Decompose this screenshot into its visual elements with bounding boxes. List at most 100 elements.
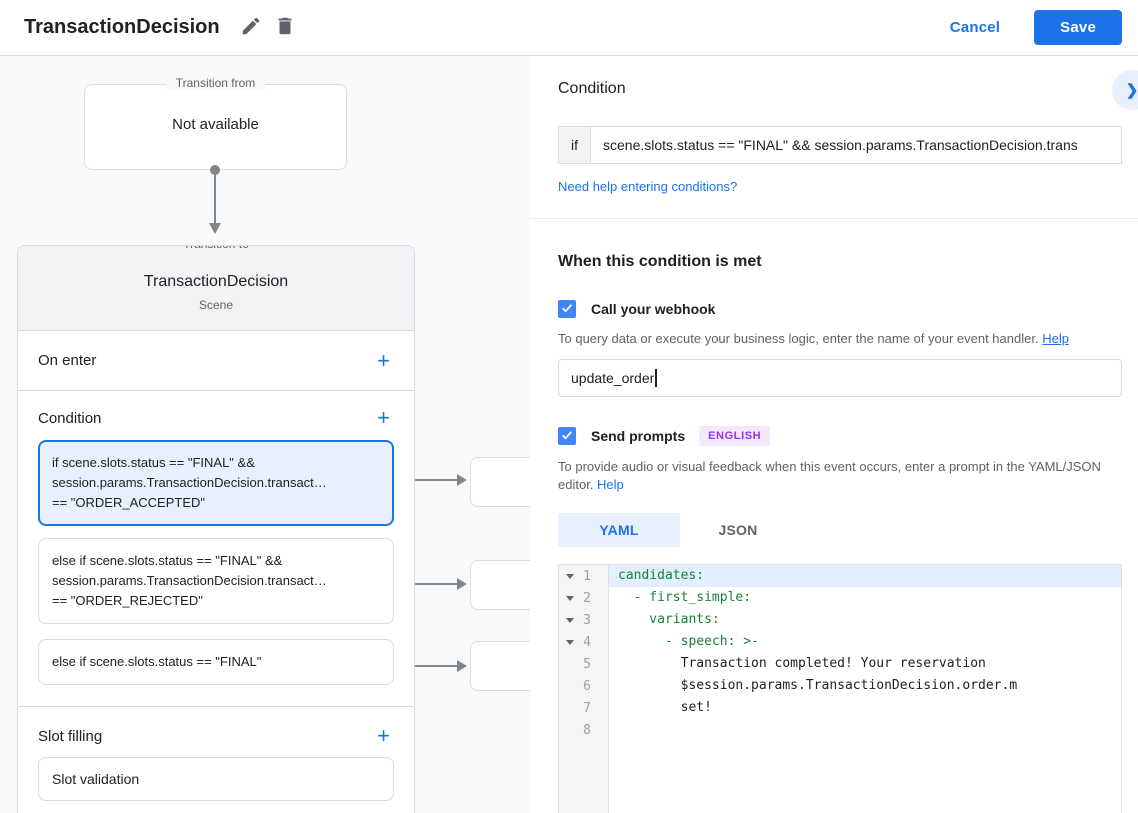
condition-card-2[interactable]: else if scene.slots.status == "FINAL" &&… [38,538,394,624]
arrow-right-icon [457,578,467,590]
condition-card-line: == "ORDER_REJECTED" [52,593,203,608]
slot-filling-label: Slot filling [38,727,103,745]
fold-icon[interactable] [566,574,574,579]
code-line: 6 $session.params.TransactionDecision.or… [559,675,1121,697]
send-prompts-checkbox[interactable] [558,427,576,445]
line-number: 7 [583,700,591,716]
on-enter-section: On enter [18,331,414,391]
condition-card-line: session.params.TransactionDecision.trans… [52,475,327,490]
trash-icon [274,15,296,40]
condition-detail-panel: Condition if Need help entering conditio… [530,56,1138,813]
line-number: 8 [583,722,591,738]
code-line: 7 set! [559,697,1121,719]
code-text: Transaction completed! Your reservation [618,656,986,671]
condition2-arrow-line [400,583,458,585]
panel-title: Condition [558,80,626,97]
add-condition-button[interactable] [373,405,394,431]
line-number: 5 [583,656,591,672]
language-badge: ENGLISH [699,426,771,446]
transition-from-content: Not available [172,116,259,133]
editor-tabs: YAML JSON [558,513,1122,547]
text-cursor [655,369,657,387]
call-webhook-label: Call your webhook [591,301,716,317]
webhook-handler-input[interactable]: update_order [558,359,1122,397]
condition-card-line: else if scene.slots.status == "FINAL" [52,654,262,669]
add-slot-button[interactable] [373,723,394,749]
code-text: variants: [618,612,720,627]
condition-card-1[interactable]: if scene.slots.status == "FINAL" && sess… [38,440,394,526]
condition-card-3[interactable]: else if scene.slots.status == "FINAL" [38,639,394,685]
save-button[interactable]: Save [1034,10,1122,45]
condition-help-link[interactable]: Need help entering conditions? [558,179,738,194]
transition-to-label: Transition to [173,246,259,251]
prompts-help-link[interactable]: Help [597,477,624,492]
on-enter-label: On enter [38,352,97,369]
code-line: 3 variants: [559,609,1121,631]
condition-card-line: if scene.slots.status == "FINAL" && [52,455,255,470]
add-on-enter-button[interactable] [373,348,394,374]
scene-subtitle: Scene [198,298,234,312]
connector-line [214,170,216,223]
page-title: TransactionDecision [24,16,220,38]
code-text: $session.params.TransactionDecision.orde… [618,678,1018,693]
tab-json[interactable]: JSON [680,513,796,547]
line-number: 2 [583,590,591,606]
fold-icon[interactable] [566,596,574,601]
slot-filling-section: Slot filling Slot validation [18,723,414,801]
delete-button[interactable] [268,9,302,46]
condition1-arrow-line [400,479,458,481]
line-number: 1 [583,568,591,584]
webhook-help-link[interactable]: Help [1042,331,1069,346]
scene-diagram-canvas: Transition from Not available Transition… [0,56,590,813]
condition-expression-input[interactable] [591,127,1121,163]
line-number: 4 [583,634,591,650]
chevron-right-icon [1126,81,1138,99]
condition-card-line: == "ORDER_ACCEPTED" [52,495,205,510]
call-webhook-checkbox[interactable] [558,300,576,318]
code-line: 8 [559,719,1121,741]
webhook-helper-body: To query data or execute your business l… [558,331,1039,346]
code-line: 5 Transaction completed! Your reservatio… [559,653,1121,675]
code-text: - speech: >- [618,634,759,649]
when-condition-met-title: When this condition is met [558,253,762,270]
condition-section-label: Condition [38,409,102,427]
cancel-button[interactable]: Cancel [949,19,1001,36]
yaml-code-editor[interactable]: 1 candidates: 2 - first_simple: 3 varian… [558,564,1122,813]
webhook-handler-value: update_order [571,370,655,386]
arrow-right-icon [457,474,467,486]
arrow-right-icon [457,660,467,672]
fold-icon[interactable] [566,640,574,645]
condition-card-line: session.params.TransactionDecision.trans… [52,573,327,588]
code-line: 1 candidates: [559,565,1121,587]
plus-icon [377,356,390,371]
scene-title: TransactionDecision [143,273,289,290]
plus-icon [377,731,390,746]
webhook-helper-text: To query data or execute your business l… [558,330,1122,348]
plus-icon [377,413,390,428]
top-bar: TransactionDecision Cancel Save [0,0,1138,56]
transition-from-label: Transition from [165,76,266,90]
prompts-helper-body: To provide audio or visual feedback when… [558,459,1101,492]
condition3-arrow-line [400,665,458,667]
collapse-panel-button[interactable] [1112,70,1138,110]
code-text [609,719,1121,741]
code-text: candidates: [609,565,1121,587]
edit-button[interactable] [234,9,268,46]
send-prompts-label: Send prompts [591,428,686,444]
checkmark-icon [560,428,574,445]
code-line: 2 - first_simple: [559,587,1121,609]
editor-gutter [559,565,609,813]
tab-yaml[interactable]: YAML [558,513,680,547]
pencil-icon [240,15,262,40]
line-number: 3 [583,612,591,628]
checkmark-icon [560,301,574,318]
condition-section: Condition if scene.slots.status == "FINA… [18,405,414,707]
code-text: - first_simple: [618,590,752,605]
code-text: set! [618,700,712,715]
slot-validation-card[interactable]: Slot validation [38,757,394,801]
scene-header[interactable]: TransactionDecision Scene [18,246,414,331]
code-line: 4 - speech: >- [559,631,1121,653]
fold-icon[interactable] [566,618,574,623]
line-number: 6 [583,678,591,694]
prompts-helper-text: To provide audio or visual feedback when… [558,458,1122,494]
